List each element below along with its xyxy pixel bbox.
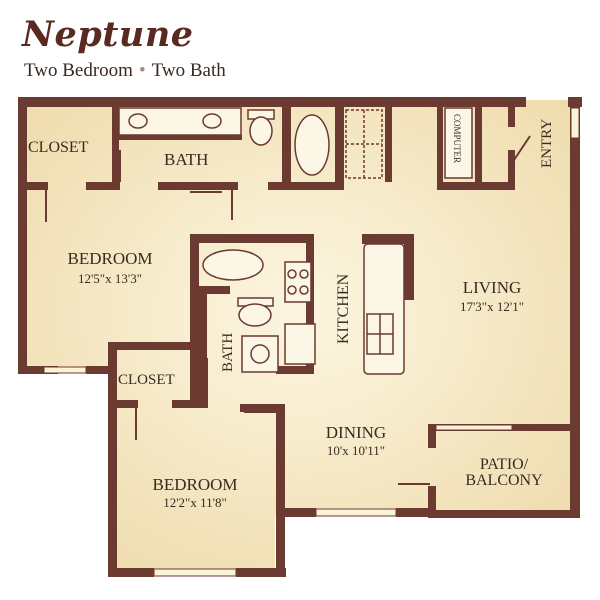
computer-desk [444, 107, 473, 179]
room-entry-label: ENTRY [539, 119, 555, 168]
room-closet-top-label: CLOSET [28, 139, 89, 156]
room-bedroom-top-label: BEDROOM [67, 249, 152, 268]
plan-subtitle: Two Bedroom•Two Bath [24, 60, 226, 82]
room-dining-label: DINING [326, 423, 386, 442]
room-living-label: LIVING [463, 278, 522, 297]
room-dining-dims: 10'x 10'11" [327, 443, 385, 458]
room-patio-label-line2: BALCONY [465, 472, 543, 489]
subtitle-bedrooms: Two Bedroom [24, 60, 133, 81]
room-bedroom-bottom-dims: 12'2"x 11'8" [163, 495, 227, 510]
entry-door-icon [513, 135, 531, 161]
fridge-icon [284, 323, 316, 365]
sink-icon [202, 113, 222, 129]
subtitle-separator: • [138, 60, 146, 81]
room-bedroom-top-dims: 12'5"x 13'3" [78, 271, 142, 286]
sink-icon [250, 344, 270, 364]
room-bath-top-label: BATH [164, 150, 208, 169]
toilet-icon [249, 116, 273, 146]
toilet-icon [238, 303, 272, 327]
room-living-dims: 17'3"x 12'1" [460, 299, 524, 314]
fixtures [45, 107, 531, 485]
room-computer-label: COMPUTER [452, 114, 462, 163]
room-kitchen-label: KITCHEN [335, 273, 352, 344]
room-bedroom-bottom-label: BEDROOM [152, 475, 237, 494]
room-bath-mid-label: BATH [220, 333, 236, 372]
subtitle-baths: Two Bath [151, 60, 226, 81]
bathtub-icon [294, 114, 330, 176]
room-closet-bottom-label: CLOSET [118, 372, 175, 388]
stove-icon [284, 261, 312, 303]
windows [43, 107, 580, 577]
bathtub-icon [202, 249, 264, 281]
sink-icon [128, 113, 148, 129]
plan-title: Neptune [22, 14, 194, 55]
room-patio-label-line1: PATIO/ [480, 456, 529, 473]
